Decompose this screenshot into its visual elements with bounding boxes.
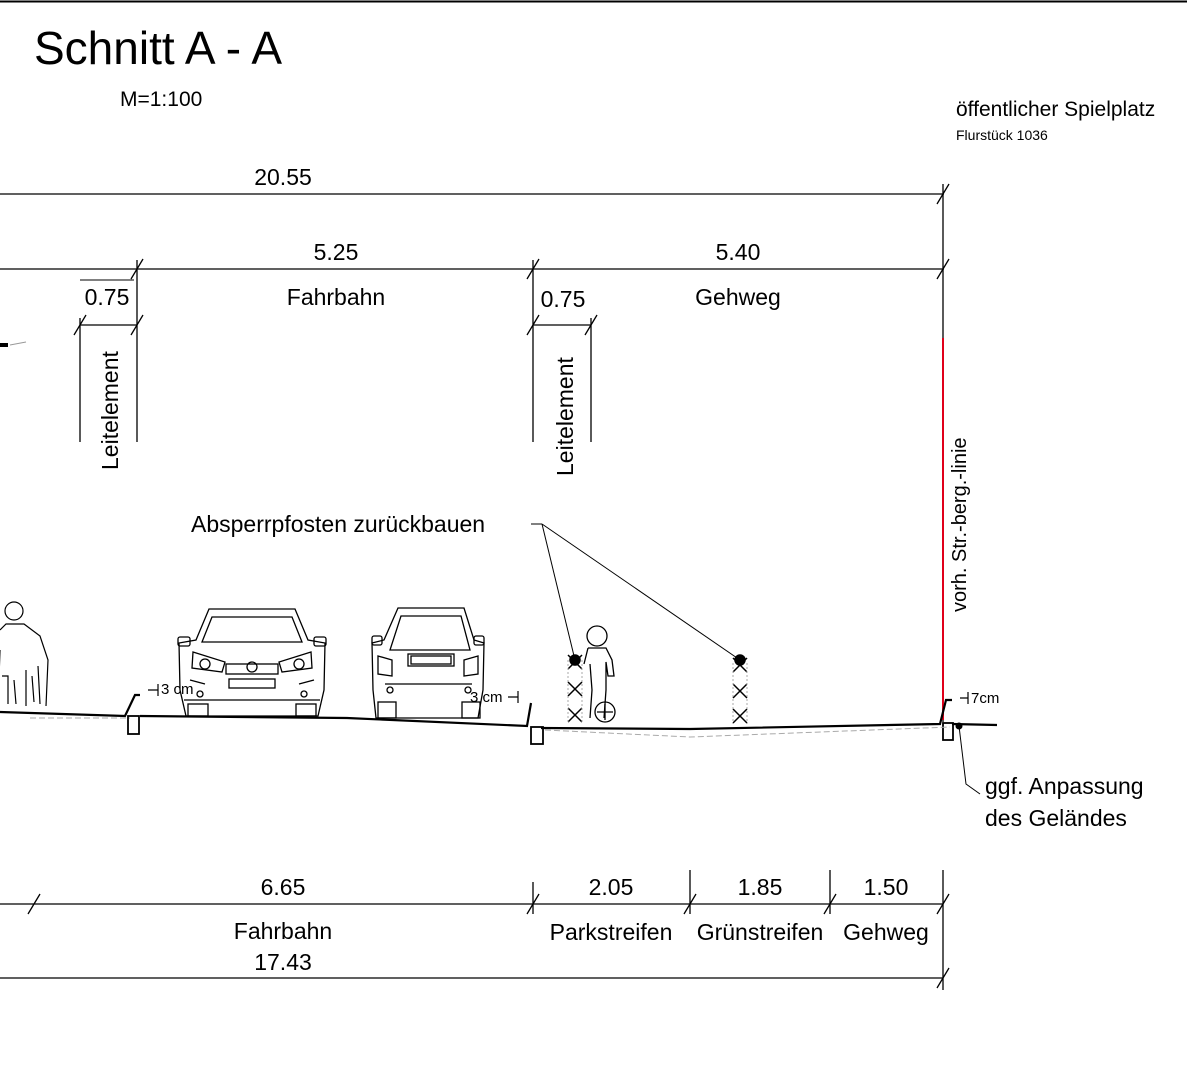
terrain-callout-line1: ggf. Anpassung (985, 773, 1144, 799)
bottom-fahrbahn-label: Fahrbahn (234, 918, 332, 944)
bottom-gruenstreifen-dimension: 1.85 (738, 874, 783, 900)
bollard-right (732, 654, 748, 724)
leit-left-dimension: 0.75 (85, 284, 130, 310)
top-gehweg-label: Gehweg (695, 284, 781, 310)
ground-profile (0, 693, 998, 745)
bollard-leader-lines (531, 523, 741, 661)
existing-ground-dashed-right (544, 726, 951, 738)
child-figure (583, 625, 616, 723)
top-total-dimension: 20.55 (254, 164, 312, 190)
top-fahrbahn-dimension: 5.25 (314, 239, 359, 265)
bollard-left (567, 654, 583, 724)
terrain-leader (958, 725, 981, 795)
neighbor-parcel: Flurstück 1036 (956, 127, 1048, 143)
bottom-parkstreifen-label: Parkstreifen (550, 919, 673, 945)
top-gehweg-dimension: 5.40 (716, 239, 761, 265)
section-title: Schnitt A - A (34, 22, 282, 74)
bollard-callout: Absperrpfosten zurückbauen (191, 511, 485, 537)
top-dimension-chain (0, 183, 950, 722)
neighbor-name: öffentlicher Spielplatz (956, 98, 1155, 121)
left-edge-fragment (0, 341, 27, 347)
car-rear-figure (371, 607, 485, 719)
bottom-gehweg-dimension: 1.50 (864, 874, 909, 900)
bottom-total-dimension: 17.43 (254, 949, 312, 975)
top-fahrbahn-label: Fahrbahn (287, 284, 385, 310)
leit-left-label: Leitelement (97, 350, 123, 470)
curb-height-left: 3 cm (161, 681, 194, 698)
bottom-gehweg-label: Gehweg (843, 919, 929, 945)
car-front-figure (177, 608, 327, 717)
leit-right-label: Leitelement (552, 356, 578, 476)
curb-height-markers (148, 684, 969, 704)
street-boundary-label: vorh. Str.-berg.-linie (949, 437, 971, 612)
bottom-dimension-chain (0, 870, 950, 990)
bottom-parkstreifen-dimension: 2.05 (589, 874, 634, 900)
curb-height-right: 7cm (971, 690, 999, 707)
pedestrian-figure (0, 601, 49, 707)
bottom-gruenstreifen-label: Grünstreifen (697, 919, 824, 945)
curb-height-middle: 3 cm (470, 689, 503, 706)
scale-label: M=1:100 (120, 88, 202, 111)
bottom-fahrbahn-dimension: 6.65 (261, 874, 306, 900)
terrain-callout-line2: des Geländes (985, 805, 1127, 831)
leit-right-dimension: 0.75 (541, 286, 586, 312)
